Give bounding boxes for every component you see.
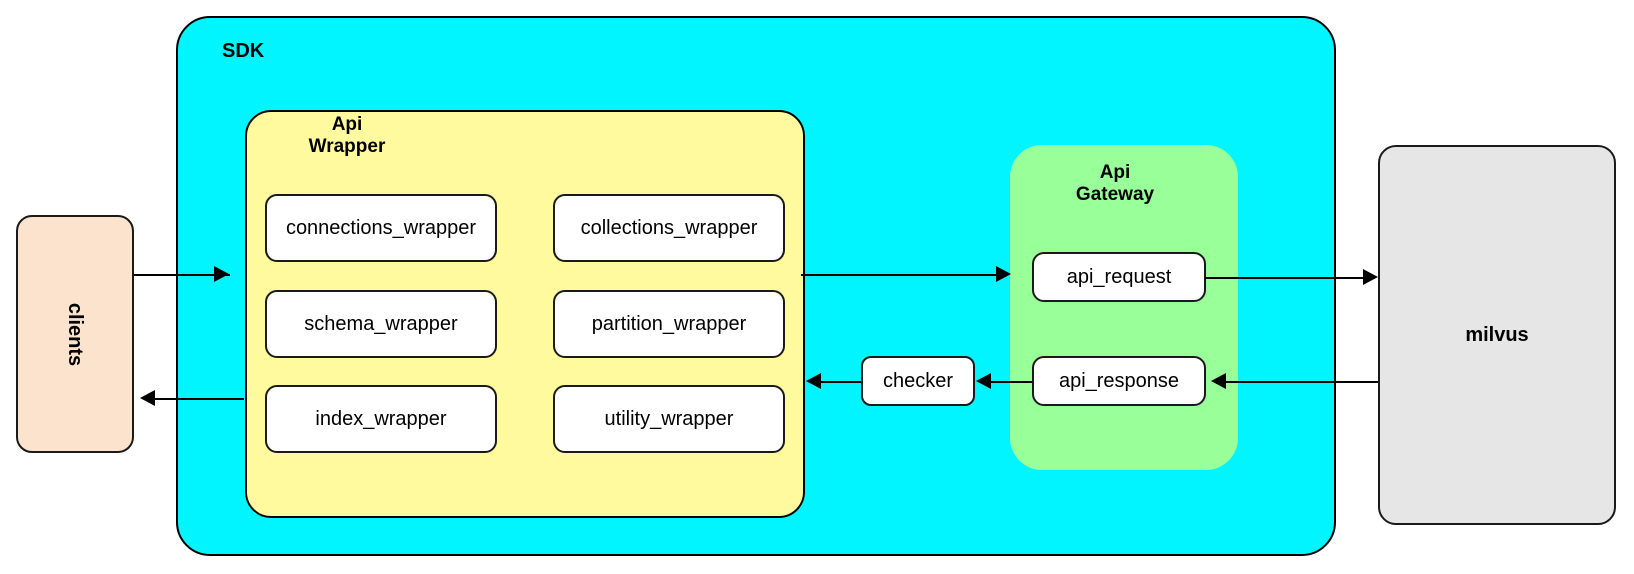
container-api-gateway-label: Api Gateway [1075,162,1155,206]
node-api-request[interactable]: api_request [1032,252,1206,302]
node-collections-wrapper[interactable]: collections_wrapper [553,194,785,262]
container-api-wrapper-label: Api Wrapper [308,114,386,158]
node-connections-wrapper[interactable]: connections_wrapper [265,194,497,262]
node-milvus[interactable]: milvus [1378,145,1616,525]
node-utility-wrapper[interactable]: utility_wrapper [553,385,785,453]
node-schema-wrapper[interactable]: schema_wrapper [265,290,497,358]
node-checker[interactable]: checker [861,356,975,406]
container-sdk-label: SDK [222,40,265,62]
container-api-gateway[interactable] [1010,145,1238,470]
node-partition-wrapper[interactable]: partition_wrapper [553,290,785,358]
node-index-wrapper[interactable]: index_wrapper [265,385,497,453]
node-clients-label: clients [64,302,87,366]
node-api-response[interactable]: api_response [1032,356,1206,406]
node-clients[interactable] [16,215,134,453]
